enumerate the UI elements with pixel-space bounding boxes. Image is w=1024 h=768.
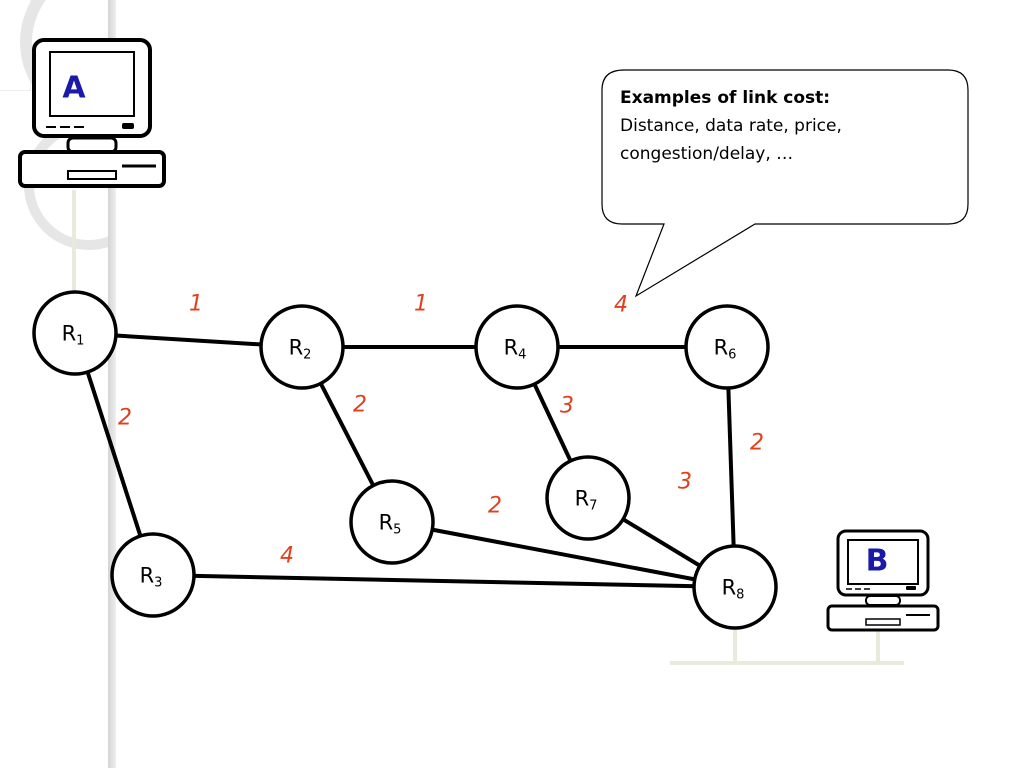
callout-text: Examples of link cost: Distance, data ra… bbox=[620, 84, 950, 168]
router-letter: R bbox=[288, 335, 304, 360]
router-label-r3: R3 bbox=[140, 564, 163, 591]
router-letter: R bbox=[721, 575, 737, 600]
router-number: 1 bbox=[76, 333, 85, 349]
router-number: 3 bbox=[154, 575, 163, 591]
router-letter: R bbox=[139, 563, 155, 588]
link-cost-r5-r8: 2 bbox=[488, 493, 502, 519]
callout-title: Examples of link cost: bbox=[620, 88, 831, 108]
router-letter: R bbox=[503, 335, 519, 360]
link-r5-r8 bbox=[391, 520, 736, 589]
computer-icon-a bbox=[18, 38, 166, 188]
router-number: 4 bbox=[518, 347, 527, 363]
link-cost-r3-r8: 4 bbox=[280, 543, 294, 569]
router-node-r6 bbox=[684, 304, 770, 390]
router-number: 2 bbox=[303, 347, 312, 363]
link-cost-r1-r3: 2 bbox=[118, 405, 132, 431]
router-circle bbox=[349, 479, 435, 565]
router-node-r2 bbox=[259, 304, 345, 390]
callout-line-1: Distance, data rate, price, bbox=[620, 116, 842, 136]
host-label-b: B bbox=[865, 543, 889, 579]
callout-bubble bbox=[601, 69, 969, 298]
router-circle bbox=[110, 532, 196, 618]
router-node-r5 bbox=[349, 479, 435, 565]
link-cost-r6-r8: 2 bbox=[750, 430, 764, 456]
router-label-r4: R4 bbox=[504, 336, 527, 363]
link-cost-r1-r2: 1 bbox=[189, 291, 203, 317]
router-label-r6: R6 bbox=[714, 336, 737, 363]
router-number: 7 bbox=[589, 498, 598, 514]
router-letter: R bbox=[61, 321, 77, 346]
computer-icon-b bbox=[826, 529, 940, 632]
slide-stripe bbox=[108, 0, 116, 768]
router-label-r2: R2 bbox=[289, 336, 312, 363]
router-label-r8: R8 bbox=[722, 576, 745, 603]
router-circle bbox=[32, 290, 118, 376]
link-cost-r4-r7: 3 bbox=[560, 393, 574, 419]
router-node-r1 bbox=[32, 290, 118, 376]
link-cost-r2-r4: 1 bbox=[414, 291, 428, 317]
router-node-r7 bbox=[545, 455, 631, 541]
router-circle bbox=[692, 544, 778, 630]
router-number: 8 bbox=[736, 587, 745, 603]
link-cost-r7-r8: 3 bbox=[678, 469, 692, 495]
callout-line-2: congestion/delay, … bbox=[620, 144, 794, 164]
router-number: 6 bbox=[728, 347, 737, 363]
router-letter: R bbox=[713, 335, 729, 360]
router-node-r4 bbox=[474, 304, 560, 390]
link-cost-r4-r6: 4 bbox=[614, 292, 628, 318]
router-circle bbox=[474, 304, 560, 390]
link-r3-r8 bbox=[152, 573, 736, 589]
router-letter: R bbox=[574, 486, 590, 511]
router-label-r5: R5 bbox=[379, 511, 402, 538]
router-letter: R bbox=[378, 510, 394, 535]
router-label-r1: R1 bbox=[62, 322, 85, 349]
router-circle bbox=[545, 455, 631, 541]
router-number: 5 bbox=[393, 522, 402, 538]
router-label-r7: R7 bbox=[575, 487, 598, 514]
router-node-r8 bbox=[692, 544, 778, 630]
router-circle bbox=[259, 304, 345, 390]
routers-layer bbox=[32, 290, 778, 630]
router-node-r3 bbox=[110, 532, 196, 618]
link-cost-r2-r5: 2 bbox=[353, 392, 367, 418]
host-label-a: A bbox=[62, 70, 86, 106]
router-circle bbox=[684, 304, 770, 390]
